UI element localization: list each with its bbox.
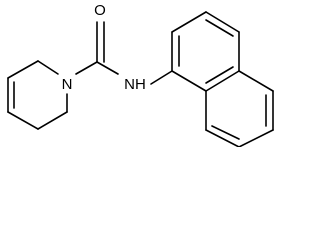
oxygen-label-bg	[93, 3, 108, 19]
ring-nitrogen-label-bg	[59, 76, 75, 93]
bond-ar-fused	[205, 70, 240, 92]
molecule-structure: O N NH	[7, 2, 274, 147]
tetrahydropyridine-ring	[7, 60, 68, 130]
atom-labels: O N NH	[59, 2, 150, 93]
bond-ar-6	[238, 70, 274, 92]
bond-ar-9-double	[211, 125, 240, 140]
bond-ar-fused-double	[205, 66, 234, 84]
amide-nh-label: NH	[124, 76, 146, 93]
bond-n-c2	[37, 60, 59, 75]
bond-ar-3-double	[205, 19, 234, 37]
bond-c4-c5	[7, 111, 39, 130]
structure-canvas: O N NH	[7, 1, 274, 147]
bond-ar-2	[171, 11, 207, 33]
bond-ar-8	[238, 129, 274, 147]
bond-n-carbonyl	[75, 61, 98, 75]
amide-nh-label-bg	[119, 76, 150, 93]
oxygen-label: O	[94, 2, 106, 19]
bond-ar-5	[171, 70, 207, 92]
bond-c2-c3	[7, 60, 39, 79]
bond-ar-3	[205, 11, 240, 33]
amide-group	[75, 21, 173, 85]
bond-ar-9	[205, 129, 240, 147]
bond-nh-aryl	[150, 70, 173, 85]
bond-carbonyl-nh	[96, 61, 119, 75]
ring-nitrogen-label: N	[62, 76, 73, 93]
naphthalene-ring	[171, 11, 274, 147]
bond-c5-c6	[37, 111, 68, 130]
